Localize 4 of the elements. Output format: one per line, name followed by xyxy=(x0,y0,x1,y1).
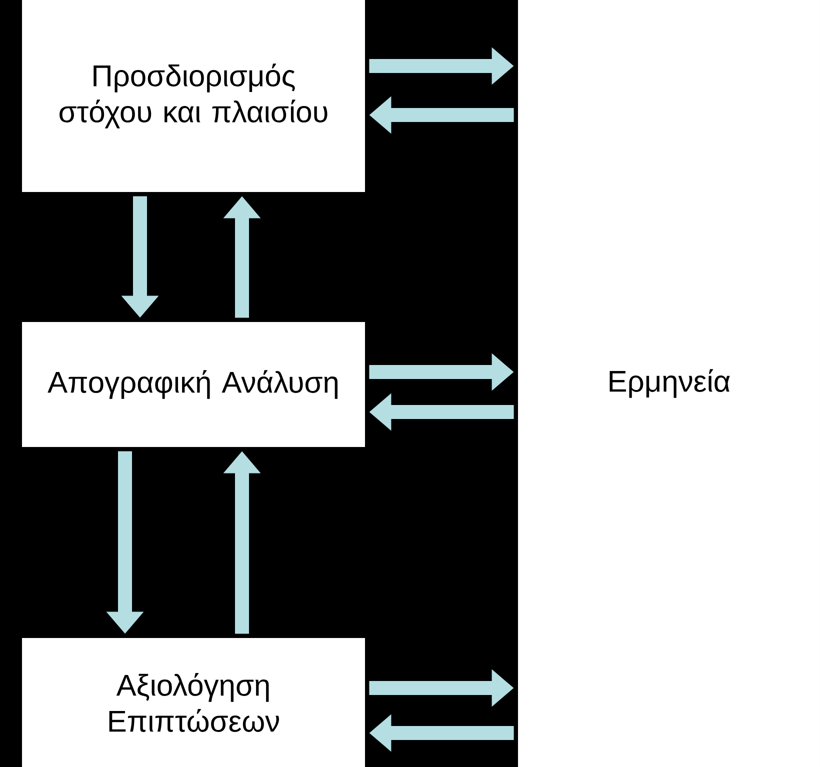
process-box: Απογραφική Ανάλυση xyxy=(22,322,365,447)
process-box: Ερμηνεία xyxy=(518,0,820,767)
process-box: Αξιολόγηση Επιπτώσεων xyxy=(22,638,365,767)
process-box: Προσδιορισμός στόχου και πλαισίου xyxy=(22,0,365,192)
